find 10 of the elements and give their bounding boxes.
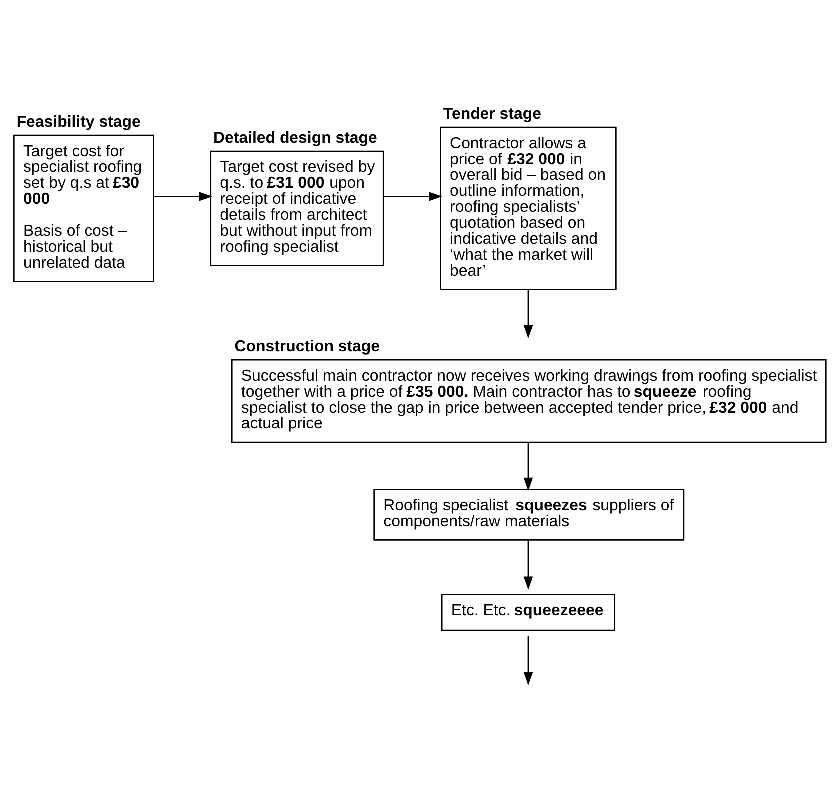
- arrow: [524, 442, 534, 491]
- node-label: Detailed design stage: [214, 129, 378, 146]
- arrow: [384, 192, 442, 201]
- arrow: [524, 288, 534, 338]
- arrow: [524, 540, 534, 590]
- node-label: Construction stage: [234, 338, 380, 356]
- arrow: [153, 192, 213, 201]
- node-label: Feasibility stage: [16, 114, 141, 131]
- node-label: Tender stage: [443, 106, 542, 123]
- arrow: [524, 635, 534, 686]
